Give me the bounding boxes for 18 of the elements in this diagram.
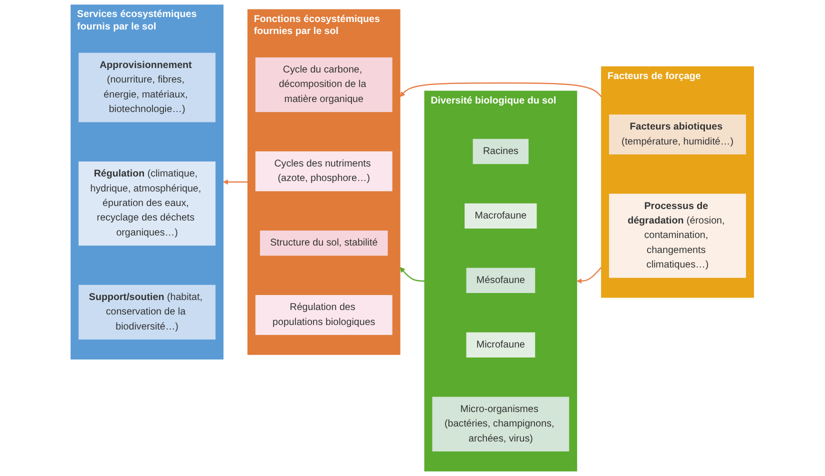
node-box: Mésofaune [466, 268, 536, 294]
node-box: Cycles des nutriments (azote, phosphore…) [256, 151, 393, 192]
node-box: Microfaune [466, 332, 536, 358]
arrow [576, 266, 602, 284]
node-box: Régulation des populations biologiques [256, 295, 393, 335]
node-box: Structure du sol, stabilité [260, 230, 388, 256]
arrow [400, 267, 425, 282]
node-box: Support/soutien (habitat, conservation de la biodiversité…) [78, 284, 216, 340]
node-box: Processus de dégradation (érosion, contamination, changements climatiques…) [609, 194, 746, 278]
node-box: Macrofaune [464, 203, 537, 229]
node-box: Facteurs abiotiques (température, humidité…) [609, 114, 746, 154]
node-box: Micro-organismes (bactéries, champignons, archées, virus) [432, 396, 570, 452]
node-box: Racines [473, 138, 529, 164]
arrow [223, 179, 248, 185]
node-box: Régulation (climatique, hydrique, atmosphérique, épuration des eaux, recyclage des déchets organiques…) [78, 161, 216, 246]
arrow [400, 82, 602, 98]
node-box: Cycle du carbone, décomposition de la matière organique [256, 57, 393, 112]
node-box: Approvisionnement (nourriture, fibres, énergie, matériaux, biotechnologie…) [78, 52, 216, 122]
